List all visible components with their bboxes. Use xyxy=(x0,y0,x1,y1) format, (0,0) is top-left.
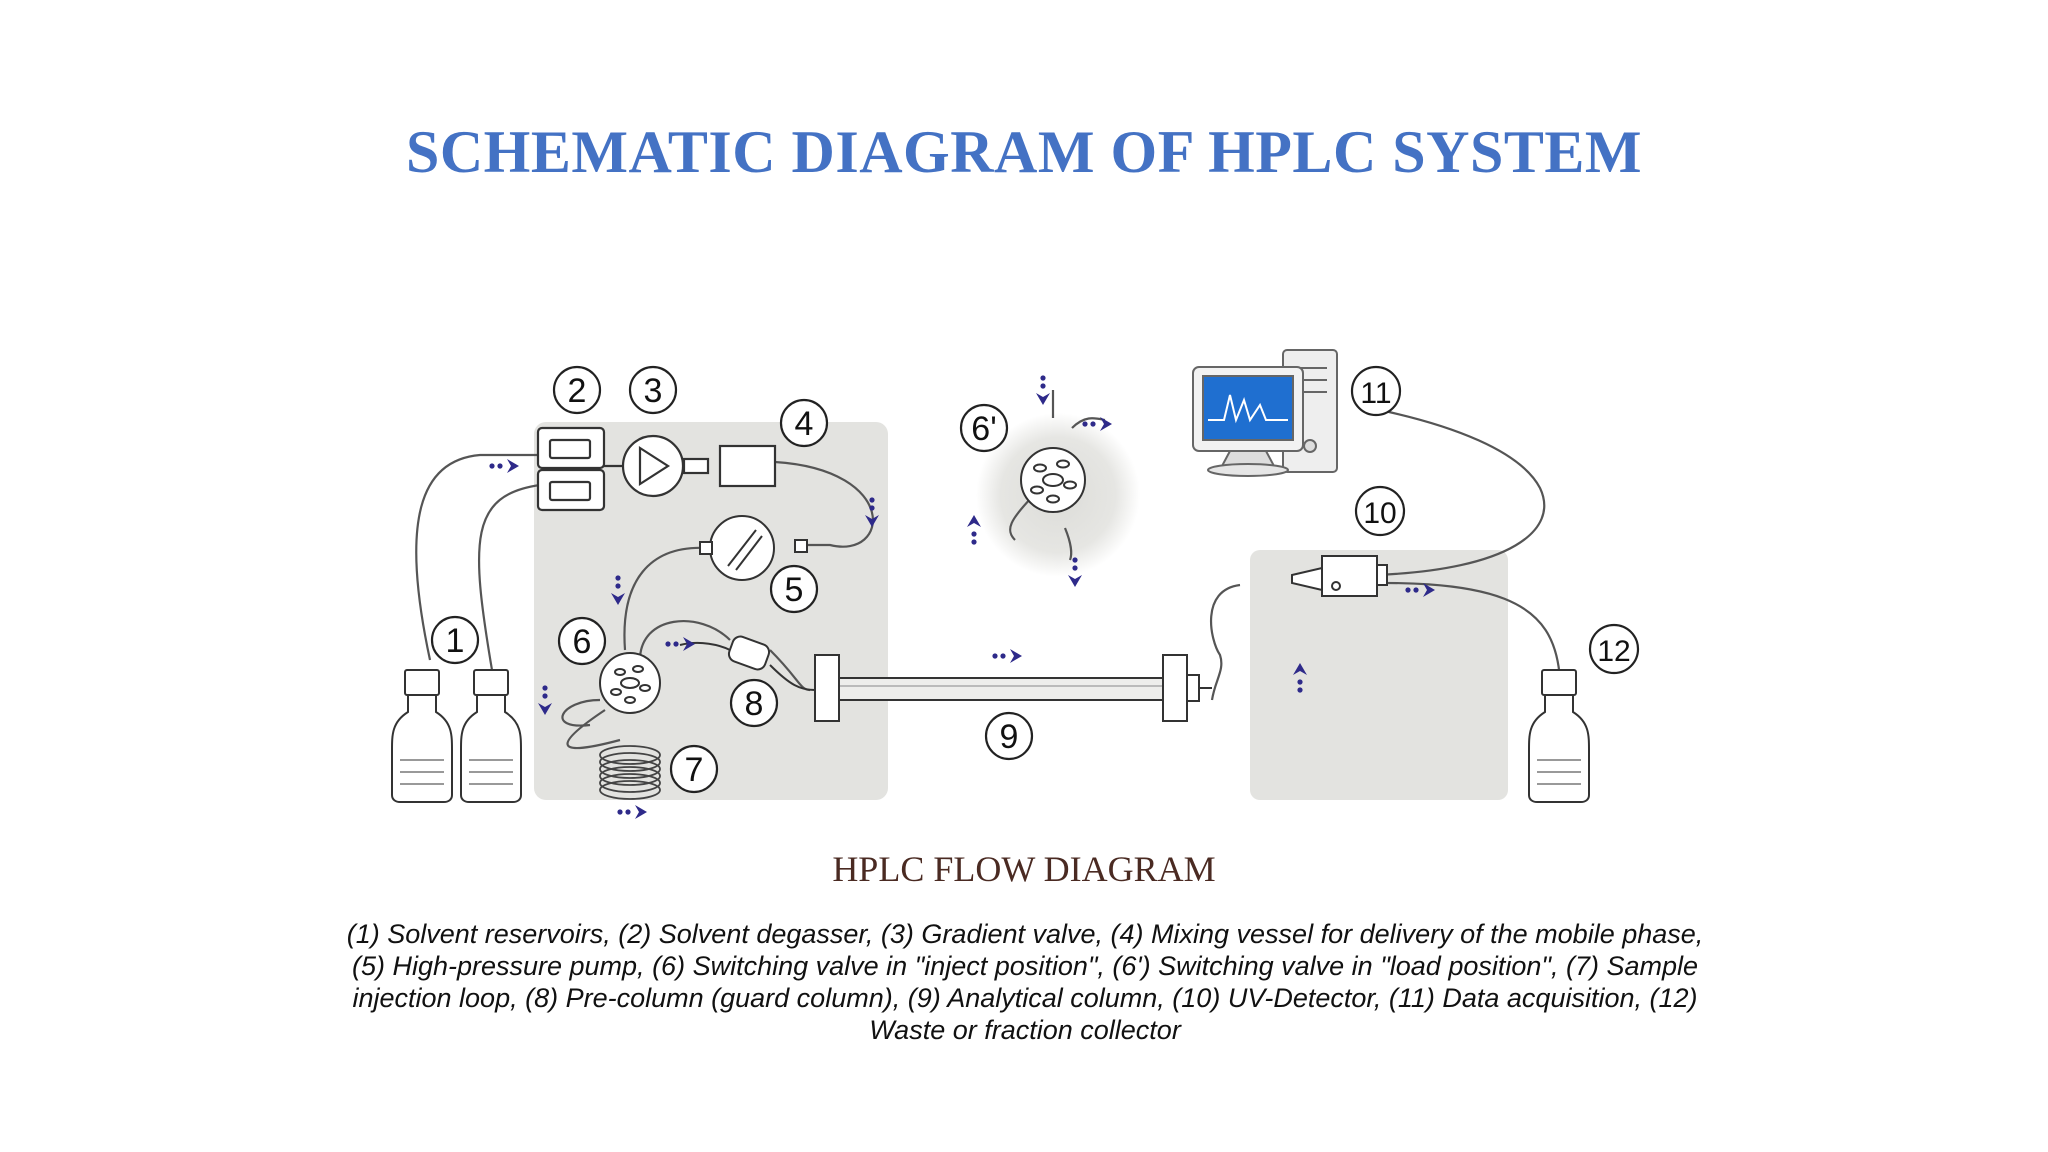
uv-detector xyxy=(1291,555,1388,597)
label-2: 2 xyxy=(552,365,602,415)
label-12: 12 xyxy=(1588,623,1640,675)
flow-arrow-icon xyxy=(489,459,519,473)
label-7: 7 xyxy=(669,744,719,794)
bottle-icon xyxy=(1528,669,1590,803)
svg-text:7: 7 xyxy=(685,751,704,789)
mixing-vessel xyxy=(718,444,777,488)
computer-icon xyxy=(1192,349,1338,477)
svg-text:6: 6 xyxy=(573,623,592,661)
diagram-caption: HPLC FLOW DIAGRAM xyxy=(832,849,1216,889)
svg-text:9: 9 xyxy=(1000,718,1019,756)
switching-valve-load xyxy=(1020,447,1086,513)
svg-text:4: 4 xyxy=(795,405,814,443)
analytical-column xyxy=(814,654,1212,722)
label-3: 3 xyxy=(628,365,678,415)
label-4: 4 xyxy=(779,398,829,448)
gradient-valve xyxy=(604,434,710,498)
flow-arrow-icon xyxy=(617,805,647,819)
svg-text:1: 1 xyxy=(446,622,465,660)
slide-title: SCHEMATIC DIAGRAM OF HPLC SYSTEM xyxy=(405,119,1643,185)
switching-valve-inject xyxy=(599,652,661,714)
svg-text:6': 6' xyxy=(971,410,996,448)
flow-arrow-icon xyxy=(967,515,981,545)
svg-text:10: 10 xyxy=(1363,497,1396,530)
label-11: 11 xyxy=(1350,365,1402,417)
bottle-icon xyxy=(391,669,453,803)
label-8: 8 xyxy=(729,678,779,728)
svg-text:2: 2 xyxy=(568,372,587,410)
solvent-degasser xyxy=(536,426,606,512)
high-pressure-pump xyxy=(699,515,808,581)
flow-arrow-icon xyxy=(992,649,1022,663)
bottle-icon xyxy=(460,669,522,803)
svg-text:3: 3 xyxy=(644,372,663,410)
svg-text:5: 5 xyxy=(785,571,804,609)
label-1: 1 xyxy=(430,615,480,665)
label-10: 10 xyxy=(1354,485,1406,537)
pre-column xyxy=(679,635,816,691)
label-6-prime: 6' xyxy=(959,403,1009,453)
component-legend: (1) Solvent reservoirs, (2) Solvent dega… xyxy=(346,919,1704,1045)
sample-injection-loop xyxy=(599,745,661,800)
detector-panel xyxy=(1250,550,1508,800)
svg-text:11: 11 xyxy=(1360,377,1391,410)
flow-arrow-icon xyxy=(1036,375,1050,405)
svg-text:12: 12 xyxy=(1597,635,1630,668)
label-9: 9 xyxy=(984,711,1034,761)
svg-text:8: 8 xyxy=(745,685,764,723)
label-6: 6 xyxy=(557,616,607,666)
label-5: 5 xyxy=(769,564,819,614)
